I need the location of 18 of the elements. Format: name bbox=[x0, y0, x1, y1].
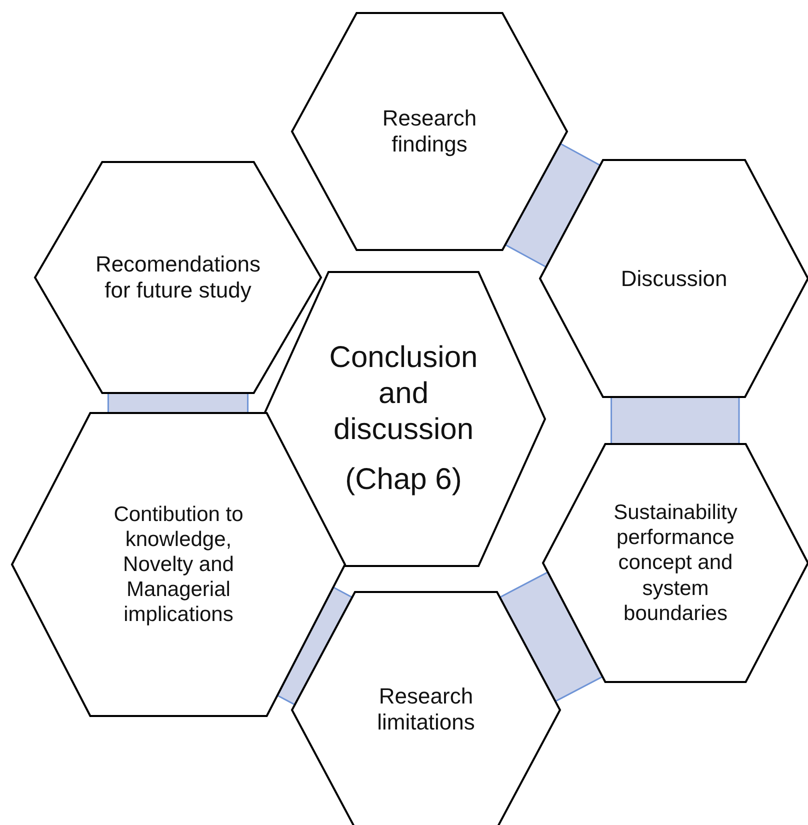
connector-band bbox=[107, 392, 249, 414]
hexagon bbox=[540, 160, 808, 397]
node-text: Research findings bbox=[381, 105, 478, 158]
connector-band bbox=[610, 396, 740, 445]
node-text: (Chap 6) bbox=[344, 462, 463, 498]
node-text: Contibution to knowledge, Novelty and Managerial implications bbox=[112, 502, 244, 628]
node-text: Sustainability performance concept and system boundaries bbox=[612, 500, 738, 626]
hexagon bbox=[35, 162, 321, 393]
node-text: Discussion bbox=[620, 265, 728, 292]
connector-band bbox=[504, 142, 602, 268]
node-text: Research limitations bbox=[376, 684, 476, 736]
node-text: Recomendations for future study bbox=[94, 251, 262, 304]
connector-band bbox=[498, 571, 604, 702]
node-text: Conclusion and discussion bbox=[328, 340, 479, 448]
hexagon bbox=[292, 13, 567, 250]
hexagon bbox=[543, 444, 808, 682]
hexagon bbox=[292, 592, 560, 825]
hexagon bbox=[262, 272, 545, 566]
